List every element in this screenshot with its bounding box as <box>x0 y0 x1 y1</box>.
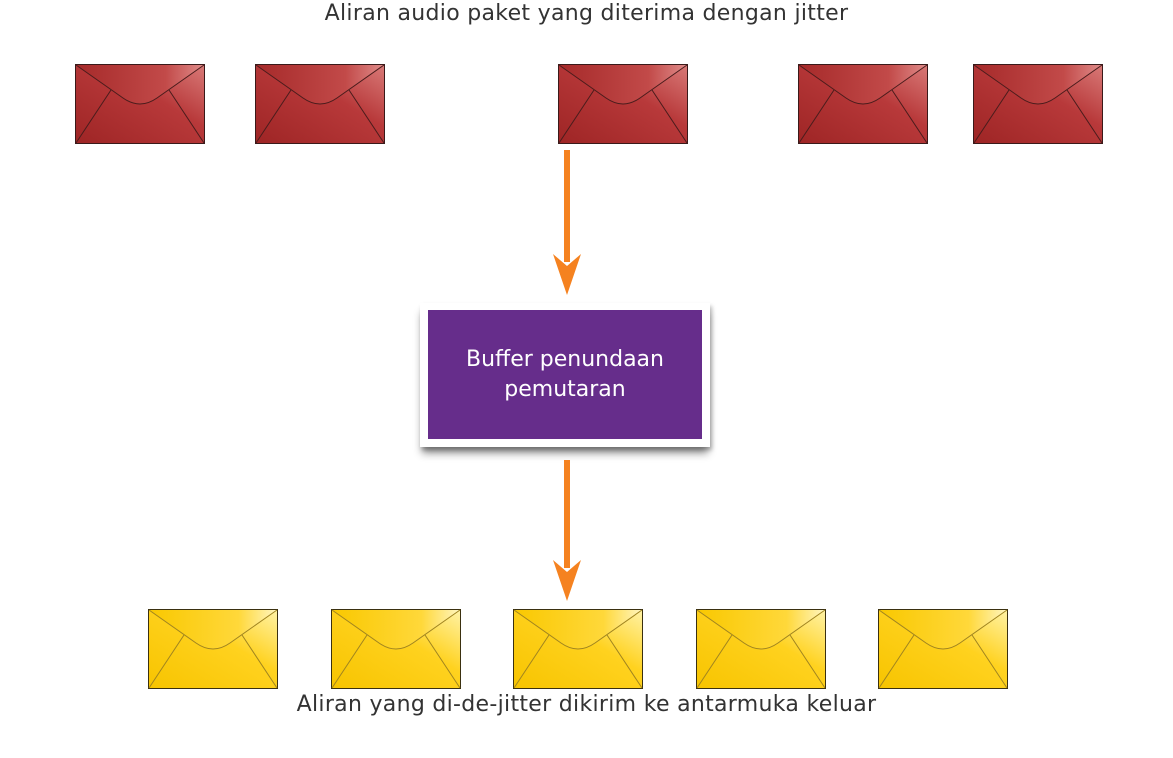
envelope-icon <box>558 64 688 144</box>
dejittered-packet-4 <box>696 609 826 689</box>
dejittered-packet-1 <box>148 609 278 689</box>
arrow-down-icon <box>552 150 582 296</box>
received-packet-2 <box>255 64 385 144</box>
dejittered-packet-3 <box>513 609 643 689</box>
arrow-down-icon <box>552 460 582 602</box>
received-packet-3 <box>558 64 688 144</box>
top-caption: Aliran audio paket yang diterima dengan … <box>324 1 849 26</box>
envelope-icon <box>798 64 928 144</box>
envelope-icon <box>75 64 205 144</box>
received-packet-1 <box>75 64 205 144</box>
received-packet-4 <box>798 64 928 144</box>
dejittered-packet-2 <box>331 609 461 689</box>
envelope-icon <box>148 609 278 689</box>
envelope-icon <box>973 64 1103 144</box>
received-packet-5 <box>973 64 1103 144</box>
envelope-icon <box>255 64 385 144</box>
envelope-icon <box>878 609 1008 689</box>
dejittered-packet-5 <box>878 609 1008 689</box>
buffer-label: Buffer penundaan pemutaran <box>466 346 664 402</box>
playout-delay-buffer: Buffer penundaan pemutaran <box>420 303 710 447</box>
buffer-box: Buffer penundaan pemutaran <box>428 310 702 439</box>
bottom-caption: Aliran yang di-de-jitter dikirim ke anta… <box>296 692 877 717</box>
envelope-icon <box>513 609 643 689</box>
envelope-icon <box>331 609 461 689</box>
envelope-icon <box>696 609 826 689</box>
